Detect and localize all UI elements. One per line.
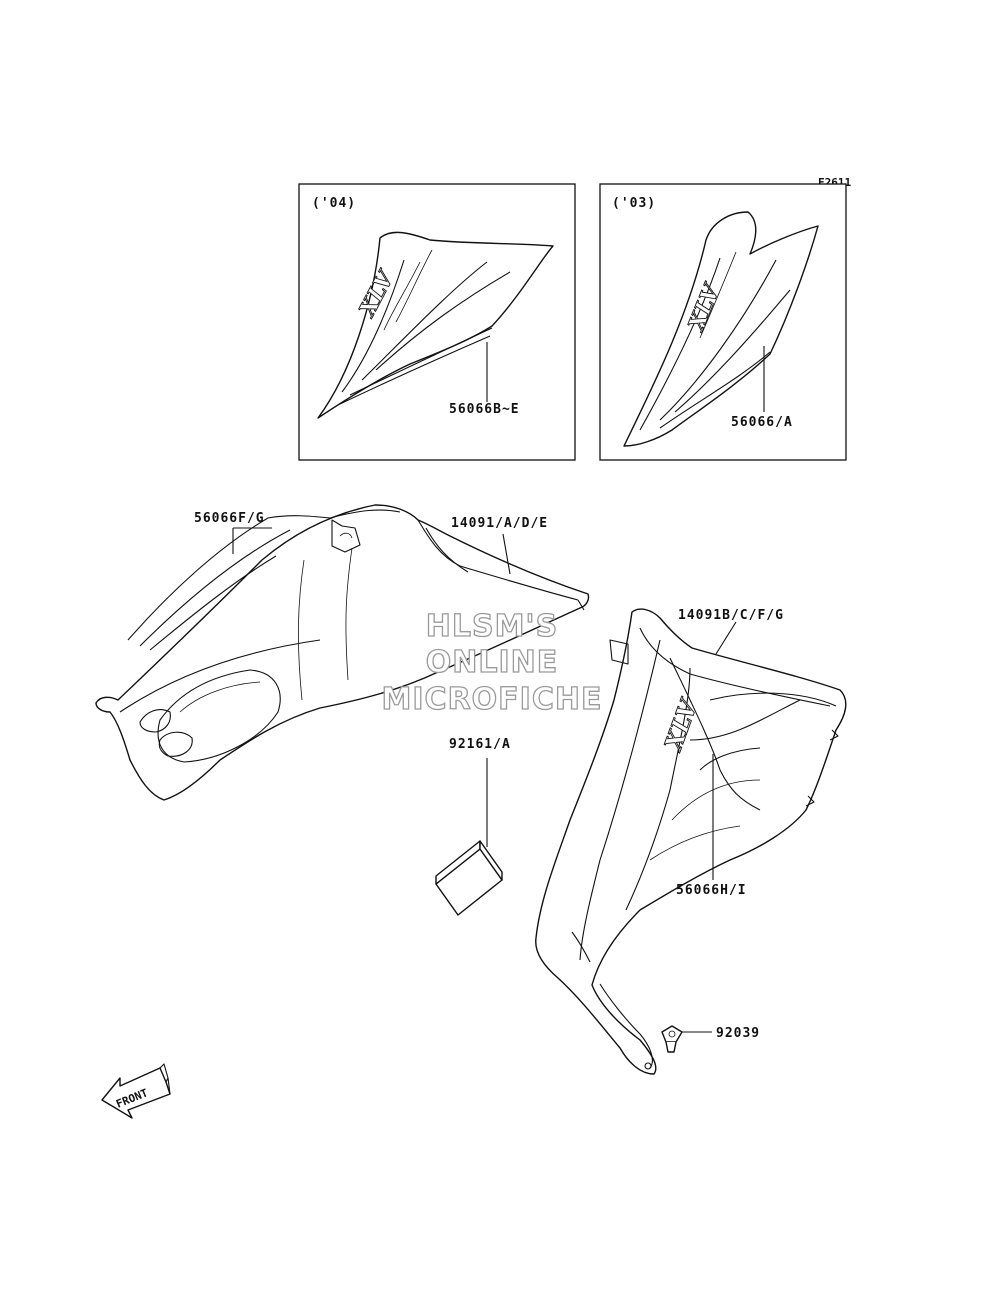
watermark: HLSM'S ONLINE MICROFICHE <box>381 608 603 717</box>
clip <box>661 1025 683 1053</box>
inset-04: ('04) XLV 56066B~E <box>298 183 576 461</box>
decal-03-drawing: XLV <box>623 211 819 447</box>
label-92039: 92039 <box>716 1026 760 1041</box>
inset-04-year: ('04) <box>312 196 356 211</box>
watermark-line-1: HLSM'S <box>426 609 558 644</box>
label-14091B-C-F-G: 14091B/C/F/G <box>678 608 784 623</box>
watermark-line-2: ONLINE <box>426 645 559 680</box>
right-side-cover: XLV <box>535 608 847 1075</box>
clip-center <box>668 1030 676 1038</box>
label-14091-A-D-E: 14091/A/D/E <box>451 516 548 531</box>
leader-14091B-C-F-G <box>715 621 737 655</box>
inset-03-year: ('03) <box>612 196 656 211</box>
leader-14091-A-D-E <box>502 533 511 575</box>
inset-03: ('03) XLV 56066/A <box>599 183 847 461</box>
label-56066B-E: 56066B~E <box>449 402 520 417</box>
decal-04-drawing: XLV <box>317 231 554 419</box>
pad <box>435 840 503 916</box>
label-56066-A: 56066/A <box>731 415 793 430</box>
label-92161-A: 92161/A <box>449 737 511 752</box>
right-cover-mount-hole <box>644 1062 652 1070</box>
front-arrow-icon: FRONT <box>101 1063 171 1119</box>
left-side-cover <box>95 504 590 801</box>
label-56066F-G: 56066F/G <box>194 511 265 526</box>
label-56066H-I: 56066H/I <box>676 883 747 898</box>
watermark-line-3: MICROFICHE <box>382 682 603 717</box>
